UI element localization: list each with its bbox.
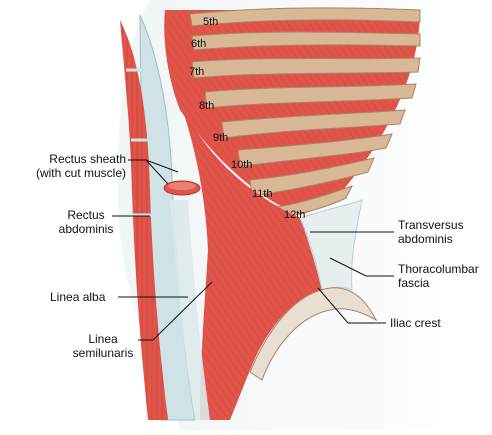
label-transversus-line1: Transversus: [398, 218, 464, 232]
rib-label-9th: 9th: [213, 132, 229, 144]
thoracolumbar-fascia: [299, 199, 363, 291]
label-thoracolumbar-line2: fascia: [398, 276, 430, 290]
iliac-crest: [249, 287, 378, 381]
label-linea-semilunaris: Linea semilunaris: [68, 332, 138, 360]
rib-9: [221, 109, 406, 139]
label-thoracolumbar-line1: Thoracolumbar: [398, 262, 479, 276]
rib-label-10th: 10th: [231, 159, 253, 171]
leader-linea-semilunaris: [138, 281, 213, 341]
rib-label-12th: 12th: [284, 209, 306, 221]
ribs: [189, 7, 421, 221]
leader-iliac-crest: [317, 287, 386, 324]
rib-7: [191, 57, 421, 79]
label-thoracolumbar-fascia: Thoracolumbar fascia: [398, 262, 479, 290]
label-rectus-sheath-line1: Rectus sheath: [49, 152, 126, 166]
label-linea-semilunaris-line2: semilunaris: [72, 346, 134, 360]
rib-label-11th: 11th: [252, 188, 273, 200]
label-rectus-sheath: Rectus sheath (with cut muscle): [36, 152, 126, 180]
rib-label-7th: 7th: [189, 66, 205, 78]
label-rectus-abdominis: Rectus abdominis: [58, 208, 114, 236]
rib-10: [237, 133, 393, 167]
tendinous-intersections: [126, 68, 153, 217]
rib-6: [191, 31, 421, 51]
label-iliac-crest: Iliac crest: [390, 316, 441, 330]
rib-label-6th: 6th: [191, 38, 207, 50]
leader-thoracolumbar: [329, 257, 394, 277]
rib-5: [189, 7, 421, 27]
rib-11: [249, 157, 375, 197]
leader-rectus-sheath-b: [145, 159, 169, 185]
label-rectus-abdominis-line2: abdominis: [58, 222, 114, 236]
label-rectus-sheath-line2: (with cut muscle): [35, 166, 126, 180]
rib-label-5th: 5th: [203, 16, 219, 28]
label-linea-semilunaris-line1: Linea: [88, 332, 118, 346]
label-transversus-abdominis: Transversus abdominis: [398, 218, 464, 246]
leader-lines: [112, 159, 394, 341]
rib-8: [204, 83, 417, 109]
linea-alba: [170, 200, 210, 420]
label-linea-alba: Linea alba: [50, 290, 106, 304]
rib-label-8th: 8th: [199, 100, 215, 112]
label-transversus-line2: abdominis: [398, 232, 453, 246]
label-rectus-abdominis-line1: Rectus: [67, 208, 105, 222]
